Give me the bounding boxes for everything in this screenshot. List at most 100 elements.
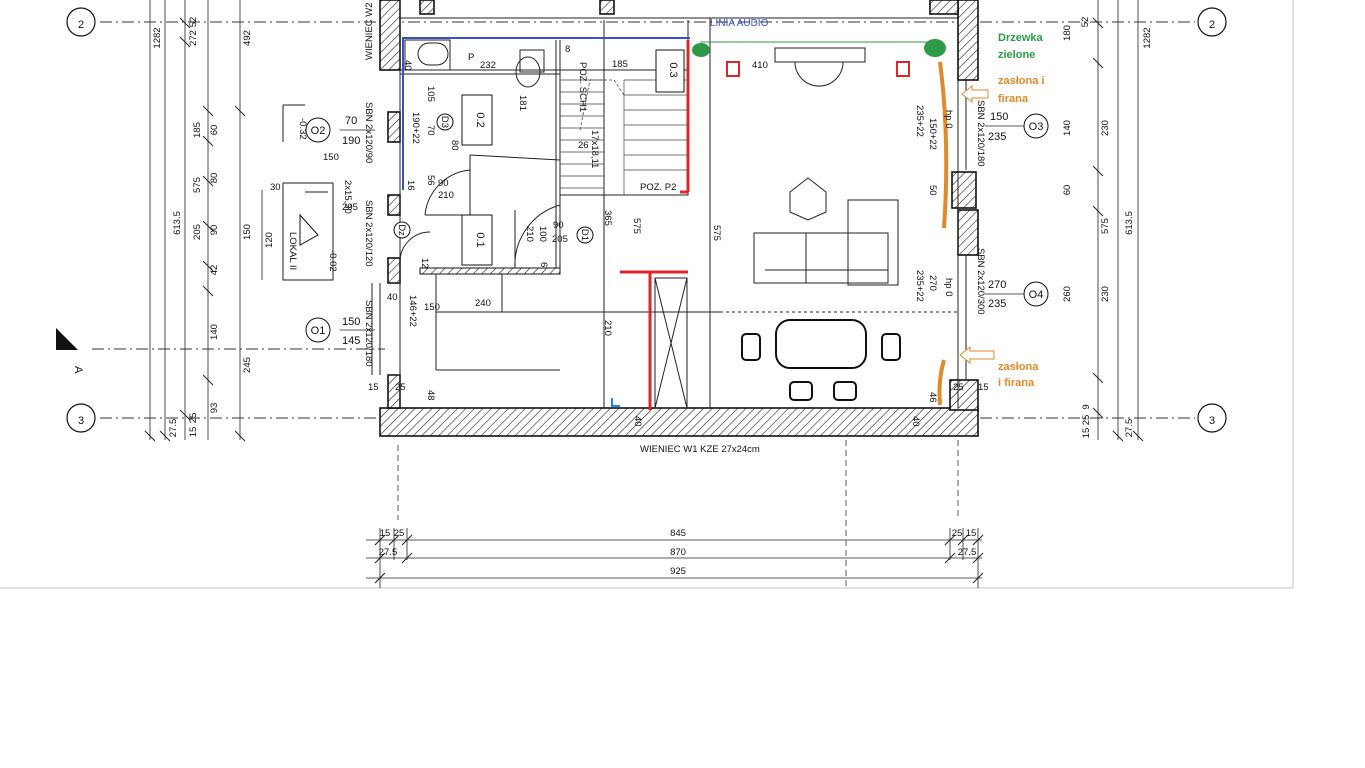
svg-text:70: 70 [345,115,357,127]
svg-text:27.5: 27.5 [958,547,977,558]
bathroom-fixtures: P [404,39,545,88]
svg-text:LOKAL II: LOKAL II [287,232,298,270]
svg-text:235+22: 235+22 [914,105,925,137]
tree-marker-left [692,43,710,57]
curtain-note: zasłona [998,361,1039,373]
svg-text:230: 230 [1100,286,1111,302]
svg-text:90: 90 [209,225,220,236]
svg-text:D3: D3 [439,116,450,128]
trees-note: zielone [998,49,1035,61]
svg-text:D1: D1 [579,229,590,241]
svg-text:845: 845 [670,528,686,539]
axis-label: 3 [78,415,84,427]
svg-text:2x15,30: 2x15,30 [342,180,353,214]
svg-text:25: 25 [395,382,406,393]
svg-text:140: 140 [1062,120,1073,136]
svg-text:575: 575 [631,218,642,234]
svg-text:230: 230 [1100,120,1111,136]
window-tag-o1: O1 150 145 [305,316,375,347]
interior-dimensions: 232 105 181 185 410 150 240 365 575 575 … [270,44,989,427]
svg-text:O2: O2 [311,125,326,137]
tree-marker-right [924,39,946,57]
svg-text:25: 25 [952,528,963,539]
entrance-landing: LOKAL II -0.32 -0.02 2x15,30 [282,104,353,281]
svg-text:1282: 1282 [1142,27,1153,48]
lintel-label: WIENIEC W1 KZE 27x24cm [640,444,760,455]
lintel-label: SBN 2x120/90 [363,102,374,163]
svg-text:15: 15 [966,528,977,539]
axis-lines [92,21,1195,419]
svg-text:0.1: 0.1 [474,232,486,247]
svg-text:185: 185 [612,59,628,70]
room-tag-0-3: 0.3 [655,49,685,93]
svg-text:-0.02: -0.02 [327,250,338,272]
svg-text:LINIA AUDIO: LINIA AUDIO [710,18,769,29]
svg-text:9: 9 [1081,404,1092,409]
svg-text:25: 25 [953,382,964,393]
lintel-label: SBN 2x120/180 [975,100,986,167]
door-tag-dz: Dz [393,221,411,239]
svg-text:6: 6 [538,262,549,267]
drawing-area [0,0,1293,588]
svg-text:A: A [72,366,84,374]
svg-text:235: 235 [988,298,1006,310]
left-dimension-chains: 52 272 185 575 205 42 140 93 25 15 60 80… [144,0,275,442]
axis-label: 2 [1209,19,1215,31]
svg-text:150+22: 150+22 [927,118,938,150]
svg-text:93: 93 [209,403,220,414]
svg-text:272: 272 [188,30,199,46]
svg-text:575: 575 [192,177,203,193]
axis-label: 2 [78,19,84,31]
svg-text:150: 150 [242,224,253,240]
dining-set [741,319,901,401]
svg-text:140: 140 [209,324,220,340]
window-tag-o4: O4 270 235 [985,279,1049,310]
lintel-label: SBN 2x120/300 [975,248,986,315]
svg-text:235: 235 [988,131,1006,143]
svg-text:185: 185 [192,122,203,138]
svg-text:235+22: 235+22 [914,270,925,302]
svg-text:70: 70 [425,125,436,136]
svg-text:50: 50 [927,185,938,196]
svg-text:40: 40 [632,416,643,427]
svg-text:Dz: Dz [396,224,407,236]
svg-text:17x18,11: 17x18,11 [589,130,600,168]
svg-text:1282: 1282 [152,27,163,48]
room-tag-0-2: 0.2 [461,94,493,146]
svg-text:146+22: 146+22 [407,295,418,327]
svg-text:8: 8 [565,44,570,55]
svg-text:POZ. SCH1: POZ. SCH1 [577,62,588,112]
svg-text:365: 365 [602,210,613,226]
axis-marker-2-left: 2 [66,7,96,37]
svg-text:15: 15 [188,427,199,438]
lintel-label: WIENIEC W2 KZE 27x24cm [364,0,375,60]
svg-text:180: 180 [1062,25,1073,41]
door-tag-d1: D1 [576,226,594,244]
svg-text:613.5: 613.5 [172,211,183,235]
window-tag-o3: O3 150 235 [985,111,1049,143]
curtain-note: firana [998,93,1029,105]
svg-text:52: 52 [188,17,199,28]
svg-text:15: 15 [978,382,989,393]
svg-text:27.5: 27.5 [379,547,398,558]
svg-text:270: 270 [988,279,1006,291]
svg-text:30: 30 [270,182,281,193]
svg-text:27.5: 27.5 [168,419,179,438]
svg-text:42: 42 [209,265,220,276]
svg-text:260: 260 [1062,286,1073,302]
axis-marker-3-left: 3 [66,403,96,433]
svg-text:25: 25 [394,528,405,539]
svg-text:190+22: 190+22 [410,112,421,144]
sofa [753,177,899,286]
svg-text:16: 16 [405,180,416,191]
svg-text:232: 232 [480,60,496,71]
audio-line: LINIA AUDIO [402,18,930,190]
svg-text:0.2: 0.2 [474,112,486,127]
curtain-top [938,61,989,229]
svg-text:56: 56 [425,175,436,186]
svg-text:492: 492 [242,30,253,46]
svg-text:410: 410 [752,60,768,71]
svg-text:60: 60 [209,125,220,136]
svg-text:181: 181 [517,95,528,111]
